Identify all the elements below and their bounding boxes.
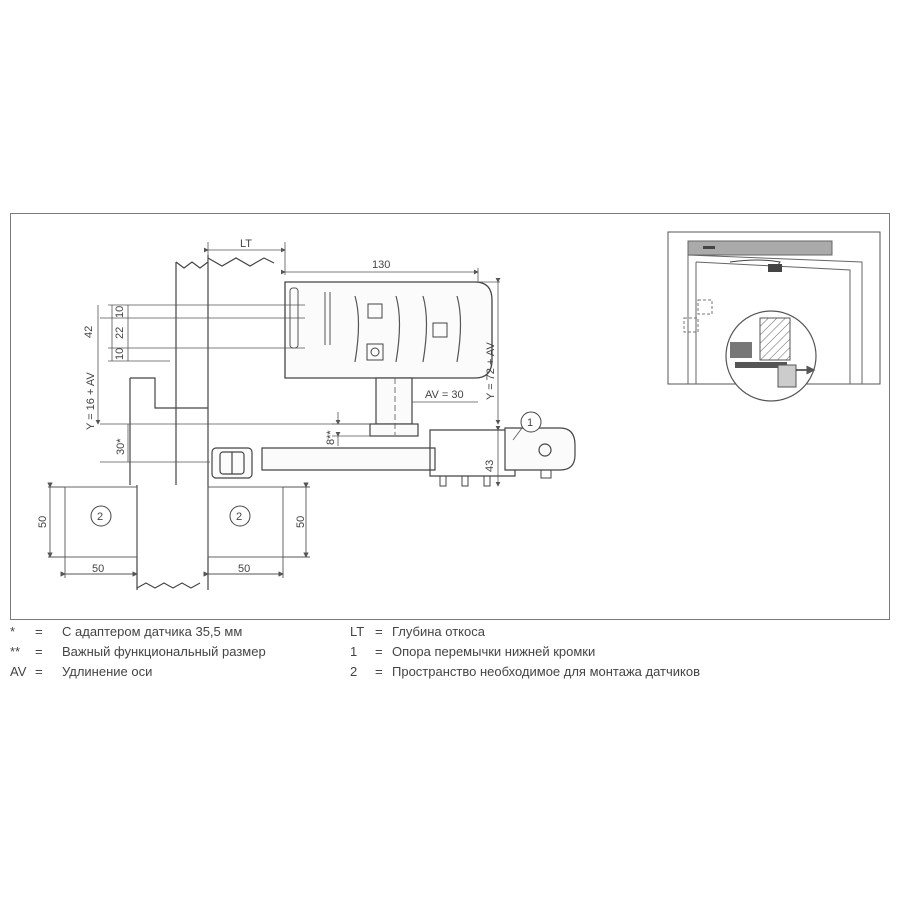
d50-left-v: 50 [37,516,49,528]
legend-row: AV = Удлинение оси [10,662,340,682]
y2-label: Y = 72 + AV [485,342,497,400]
d8-dimension [332,412,370,446]
legend-text: Опора перемычки нижней кромки [392,644,596,659]
door-closer-body [284,281,493,379]
legend-row: * = С адаптером датчика 35,5 мм [10,622,340,642]
legend-symbol: LT [350,624,365,639]
legend-right: LT = Глубина откоса 1 = Опора перемычки … [350,622,890,682]
legend-equals: = [375,664,383,679]
legend-equals: = [35,624,43,639]
legend-text: Удлинение оси [62,664,153,679]
legend-symbol: 2 [350,664,358,679]
d43-label: 43 [484,460,496,472]
legend-row: 2 = Пространство необходимое для монтажа… [350,662,890,682]
callout-1-circle [520,411,542,433]
legend-text: Важный функциональный размер [62,644,266,659]
d10b-label: 10 [114,348,126,360]
inset-overview [667,231,881,402]
vertical-dim-lines [95,304,370,463]
d30s-label: 30* [115,438,127,455]
legend-equals: = [375,644,383,659]
drawing-frame [10,213,890,620]
legend-row: LT = Глубина откоса [350,622,890,642]
d8-label: 8** [325,430,337,445]
legend-equals: = [35,664,43,679]
d50-right-h: 50 [238,563,250,575]
d130-dimension [281,268,479,282]
callout-2b-label: 2 [236,511,242,523]
legend-left: * = С адаптером датчика 35,5 мм ** = Важ… [10,622,340,682]
legend-symbol: AV [10,664,27,679]
legend-symbol: ** [10,644,21,659]
d130-label: 130 [372,259,390,271]
legend-equals: = [35,644,43,659]
d22-label: 22 [114,327,126,339]
callout-1-label: 1 [527,417,533,429]
y2-dimension [478,278,501,425]
sensor-space-left [47,482,138,578]
y1-label: Y = 16 + AV [85,372,97,430]
legend-symbol: 1 [350,644,358,659]
arm-fixings [439,469,552,487]
d42-label: 42 [83,326,95,338]
d10a-label: 10 [114,306,126,318]
legend-symbol: * [10,624,16,639]
callout-2a-circle [90,505,112,527]
arm-pivot [538,443,552,457]
lt-break-line [207,257,275,267]
d50-right-v: 50 [295,516,307,528]
legend-text: Пространство необходимое для монтажа дат… [392,664,700,679]
legend-row: 1 = Опора перемычки нижней кромки [350,642,890,662]
callout-2b-circle [229,505,251,527]
callout-2a-label: 2 [97,511,103,523]
legend-text: Глубина откоса [392,624,485,639]
legend-equals: = [375,624,383,639]
sensor-space-right [203,482,310,578]
legend-text: С адаптером датчика 35,5 мм [62,624,243,639]
slide-arm [211,427,576,479]
legend-row: ** = Важный функциональный размер [10,642,340,662]
lt-label: LT [240,238,252,250]
d50-left-h: 50 [92,563,104,575]
av30-label: AV = 30 [425,389,464,401]
closer-shaft [369,377,419,437]
